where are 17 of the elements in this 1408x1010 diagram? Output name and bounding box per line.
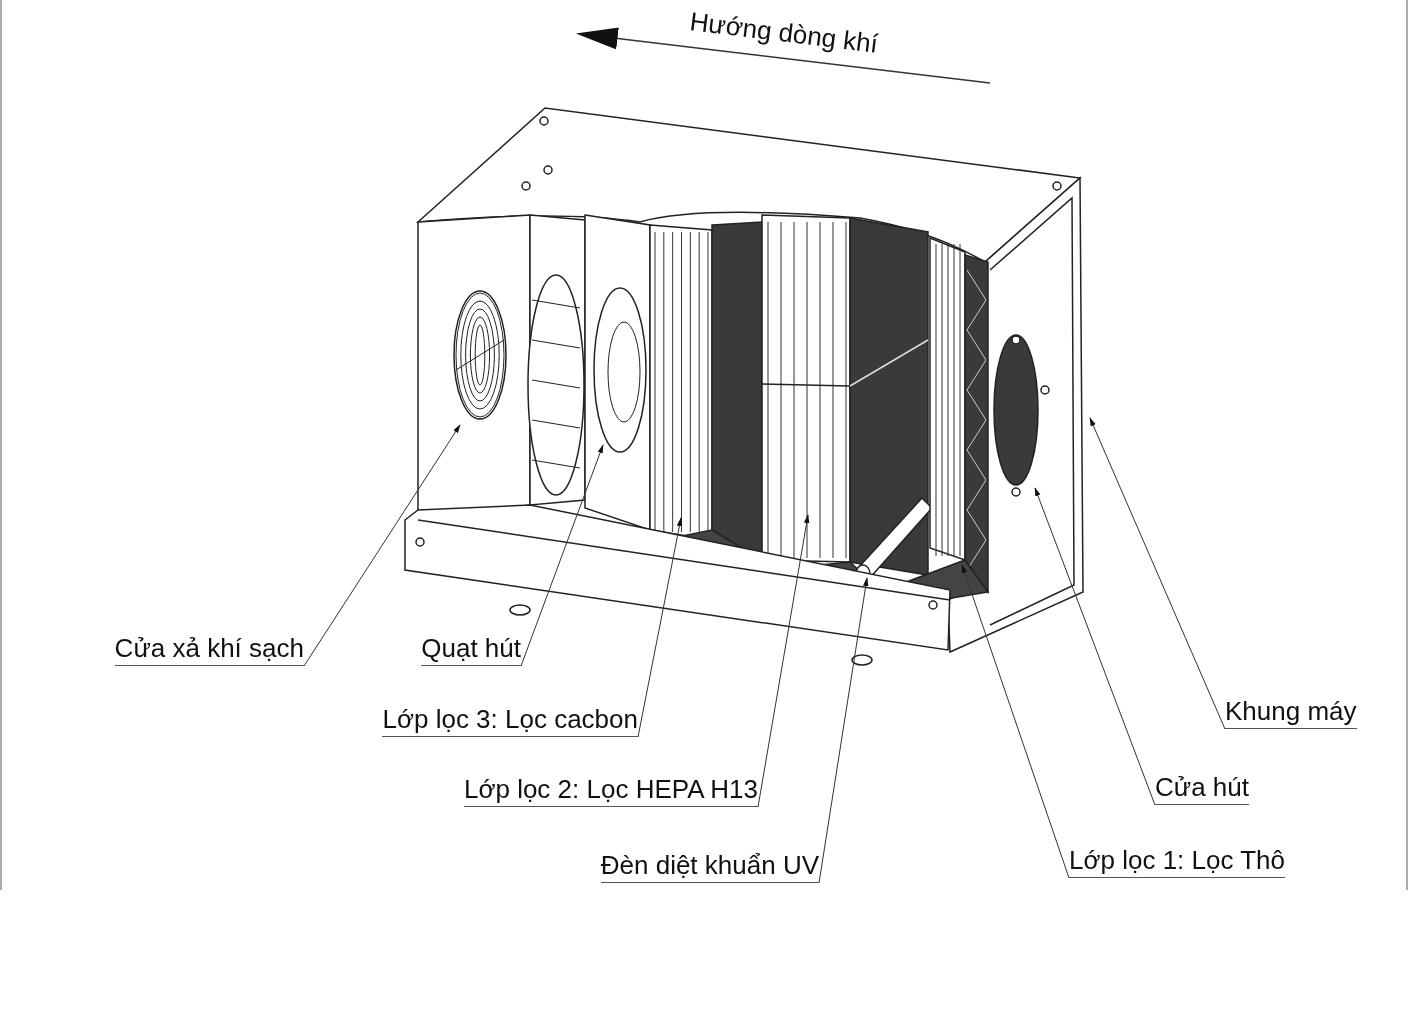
leader-line <box>961 564 1070 879</box>
part-label: Lớp lọc 1: Lọc Thô <box>1069 844 1286 878</box>
flow-direction-label: Hướng dòng khí <box>687 5 881 61</box>
leader-line <box>637 517 683 738</box>
leader-line <box>757 514 810 808</box>
part-label: Khung máy <box>1225 695 1357 729</box>
leader-line <box>1089 417 1226 730</box>
part-label: Đèn diệt khuẩn UV <box>600 849 819 883</box>
leader-line <box>303 424 461 667</box>
leader-line <box>1034 487 1156 806</box>
part-label: Lớp lọc 2: Lọc HEPA H13 <box>463 773 758 807</box>
leader-line <box>520 444 604 667</box>
leader-line <box>818 577 869 884</box>
part-label: Cửa xả khí sạch <box>114 632 304 666</box>
part-label: Lớp lọc 3: Lọc cacbon <box>382 703 638 737</box>
part-label: Quạt hút <box>421 632 521 666</box>
part-label: Cửa hút <box>1155 771 1249 805</box>
